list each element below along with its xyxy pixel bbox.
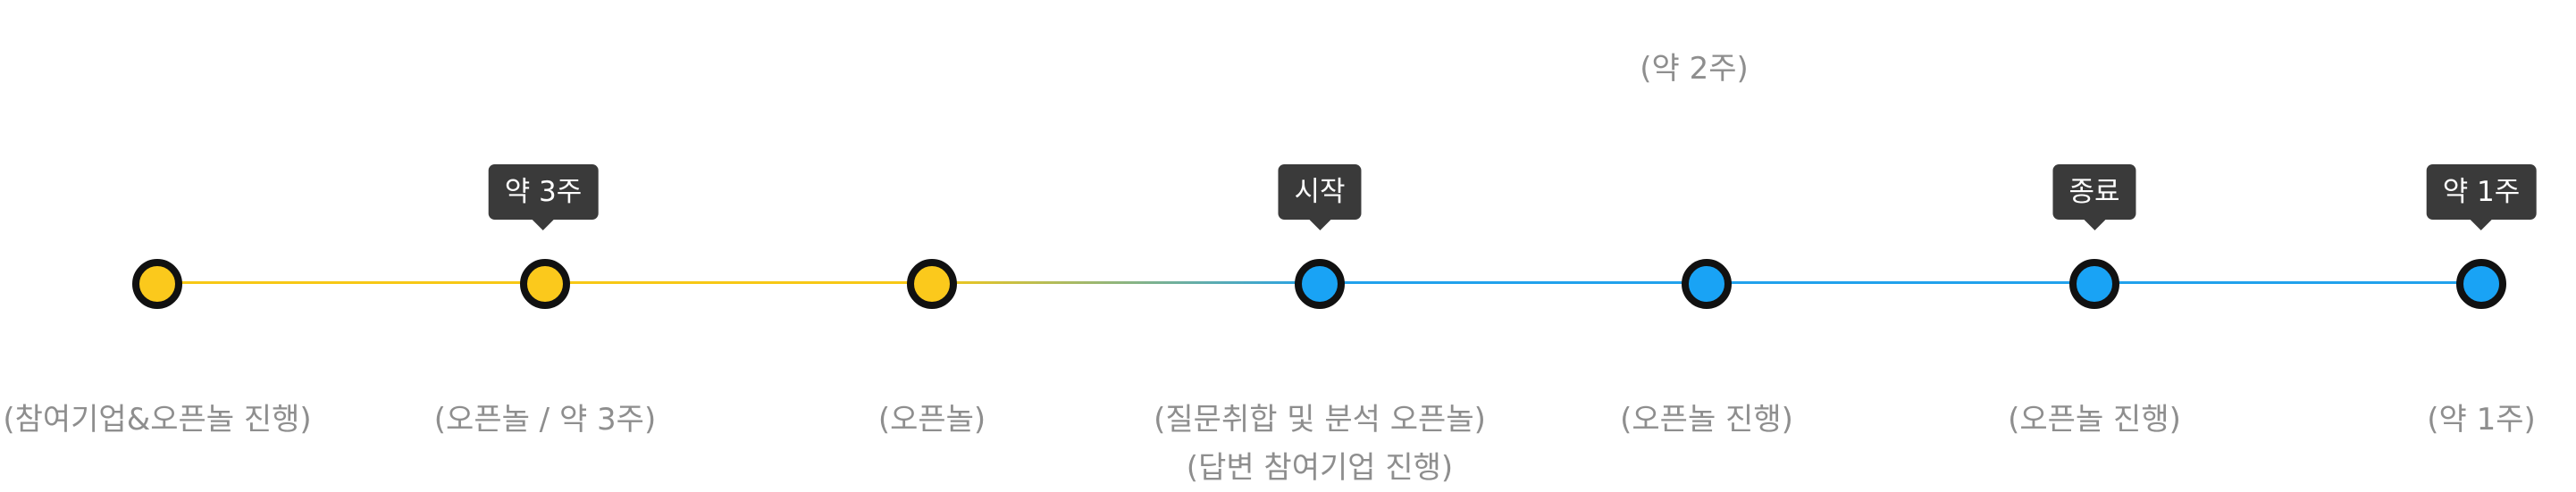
step-label-6: (오픈놀 진행)	[2008, 396, 2181, 444]
track-segment-blue	[1320, 281, 2481, 284]
step-label-4-line-1: (질문취합 및 분석 오픈놀)	[1154, 402, 1486, 438]
step-label-3: (오픈놀)	[878, 396, 986, 444]
top-note-text: (약 2주)	[1640, 51, 1749, 87]
step-label-6-line-1: (오픈놀 진행)	[2008, 402, 2181, 438]
step-label-1-line-1: (참여기업&오픈놀 진행)	[3, 402, 312, 438]
step-label-4-line-2: (답변 참여기업 진행)	[1186, 450, 1454, 486]
step-node-5[interactable]	[1682, 259, 1732, 309]
step-label-1: (참여기업&오픈놀 진행)	[3, 396, 311, 444]
step-label-7: (약 1주)	[2427, 396, 2536, 444]
step-node-6[interactable]	[2069, 259, 2119, 309]
step-label-5: (오픈놀 진행)	[1620, 396, 1793, 444]
step-label-3-line-1: (오픈놀)	[877, 402, 986, 438]
step-label-2: (오픈놀 / 약 3주)	[434, 396, 656, 444]
step-node-2[interactable]	[520, 259, 570, 309]
step-node-7[interactable]	[2456, 259, 2506, 309]
step-node-1[interactable]	[132, 259, 182, 309]
tooltip-step-2: 약 3주	[488, 164, 599, 230]
track-segment-transition	[930, 281, 1320, 284]
step-node-4[interactable]	[1295, 259, 1345, 309]
top-note: (약 2주)	[1640, 45, 1749, 93]
step-label-4: (질문취합 및 분석 오픈놀) (답변 참여기업 진행)	[1154, 396, 1486, 492]
step-label-7-line-1: (약 1주)	[2427, 402, 2536, 438]
step-node-3[interactable]	[907, 259, 957, 309]
tooltip-step-7: 약 1주	[2426, 164, 2537, 230]
step-label-5-line-1: (오픈놀 진행)	[1620, 402, 1793, 438]
tooltip-step-4: 시작	[1278, 164, 1362, 230]
tooltip-step-6: 종료	[2052, 164, 2136, 230]
step-label-2-line-1: (오픈놀 / 약 3주)	[433, 402, 657, 438]
